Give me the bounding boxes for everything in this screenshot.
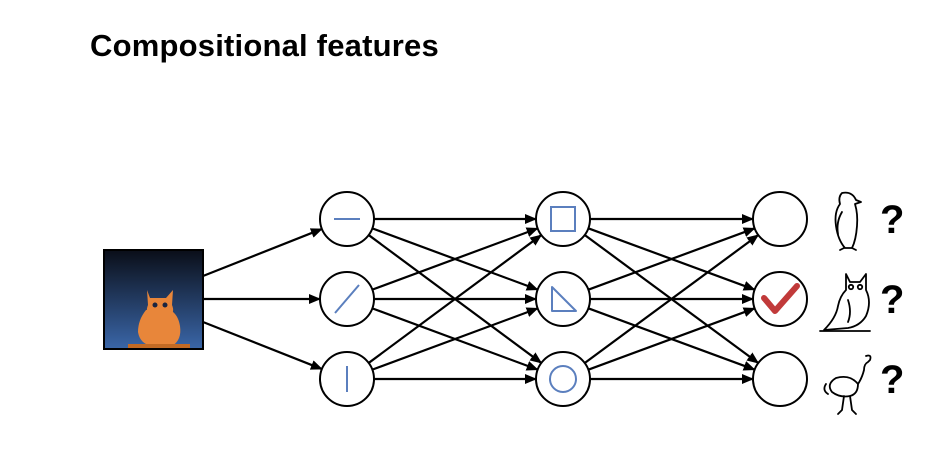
layer-connection-arrow	[368, 234, 543, 364]
input-connection-arrow	[202, 227, 323, 278]
penguin-question-mark: ?	[880, 198, 904, 242]
circle-node	[535, 351, 591, 407]
layer-connection-arrow	[587, 307, 756, 371]
horizontal-line-node	[319, 191, 375, 247]
square-node	[535, 191, 591, 247]
ostrich-icon	[823, 354, 872, 415]
circle-icon	[549, 365, 577, 393]
triangle-icon	[551, 286, 577, 312]
layer-connection-arrow	[584, 234, 760, 364]
owl-silhouette	[128, 290, 190, 348]
layer-connection-arrow	[371, 307, 539, 371]
diagonal-line-icon	[334, 284, 360, 314]
connections	[202, 214, 760, 384]
diagonal-line-node	[319, 271, 375, 327]
input-connection-arrow	[202, 320, 323, 371]
triangle-node	[535, 271, 591, 327]
owl-question-mark: ?	[880, 278, 904, 322]
square-icon	[550, 206, 576, 232]
layer-connection-arrow	[587, 227, 756, 291]
owl-icon	[819, 273, 871, 332]
slide-title: Compositional features	[90, 28, 439, 63]
output-layer	[752, 191, 808, 407]
input-image	[103, 249, 204, 350]
penguin-output-node	[752, 191, 808, 247]
checkmark-icon	[761, 283, 800, 314]
layer-connection-arrow	[371, 227, 539, 291]
owl-output-node	[752, 271, 808, 327]
edge-feature-layer	[319, 191, 375, 407]
owl-eyes	[152, 302, 168, 308]
shape-feature-layer	[535, 191, 591, 407]
vertical-line-node	[319, 351, 375, 407]
ostrich-output-node	[752, 351, 808, 407]
penguin-icon	[834, 191, 862, 251]
ostrich-question-mark: ?	[880, 358, 904, 402]
